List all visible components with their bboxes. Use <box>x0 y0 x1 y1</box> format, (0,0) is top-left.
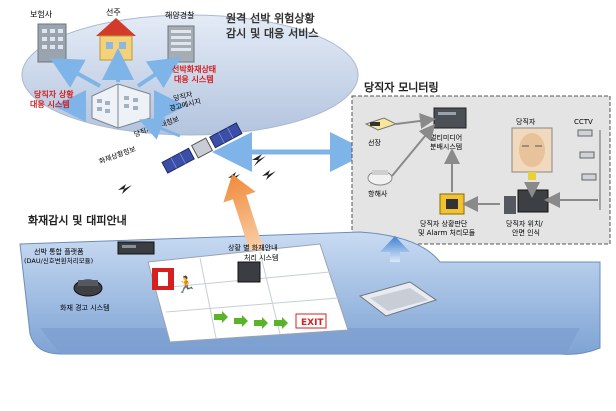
ship-room-3d-icon <box>358 281 438 317</box>
insurer-building-icon <box>37 23 67 63</box>
fire-alarm-device-icon <box>73 279 103 297</box>
face-portrait-icon <box>511 127 553 180</box>
fire-alarm-label: 화재 경고 시스템 <box>60 303 110 312</box>
judge-label-line1: 당직자 상황판단 <box>420 219 468 228</box>
monitor-uplink-arrow <box>380 236 410 262</box>
multimedia-label-line1: 멀티미디어 <box>430 133 462 142</box>
ship-fire-system-line2: 대응 시스템 <box>174 74 214 84</box>
watch-person-label: 당직자 <box>516 117 536 126</box>
owner-label: 선주 <box>106 8 121 17</box>
fire-info-label: 화재상황정보 <box>98 144 138 166</box>
remote-title-line2: 감시 및 대응 서비스 <box>226 26 318 40</box>
wireless-signal-icons <box>118 154 276 194</box>
fire-uplink-arrow <box>223 174 270 270</box>
judge-label-line2: 및 Alarm 처리모듈 <box>418 228 476 237</box>
monitoring-title: 당직자 모니터링 <box>364 80 439 94</box>
coast-guard-label: 해양경찰 <box>165 10 195 20</box>
exit-sign <box>295 313 327 329</box>
monitoring-panel <box>351 95 611 245</box>
captain-label: 선장 <box>368 138 381 147</box>
platform-label-line2: (DAU/신호변환처리모듈) <box>24 256 93 265</box>
central-server-building-icon <box>91 83 151 129</box>
cctv-label: CCTV <box>574 118 593 126</box>
ship-fire-system-line1: 선박화재상태 <box>172 64 216 74</box>
guide-label-line2: 처리 시스템 <box>244 253 278 262</box>
navigator-label: 항해사 <box>368 189 388 198</box>
fire-section-title: 화재감시 및 대피안내 <box>28 213 127 227</box>
insurer-label: 보험사 <box>30 10 53 19</box>
multimedia-label-line2: 분배시스템 <box>430 142 462 151</box>
evacuation-path-arrows <box>214 311 288 329</box>
position-label-line2: 안면 인식 <box>512 228 540 237</box>
remote-distribution-arrows <box>50 48 186 122</box>
remote-title-line1: 원격 선박 위험상황 <box>226 11 315 25</box>
guide-label-line1: 상황 별 화재안내 <box>228 243 278 252</box>
alarm-chip-icon <box>439 193 465 215</box>
monitoring-flow-arrows <box>391 113 598 212</box>
platform-label-line1: 선박 통합 플랫폼 <box>34 247 84 256</box>
cctv-camera-icons <box>577 129 601 210</box>
emergency-exit-sign-icon <box>152 268 174 290</box>
position-label-line1: 당직자 위치/ <box>506 219 543 228</box>
multimedia-server-icon <box>433 107 467 129</box>
ship-platform-server-icon <box>117 241 155 255</box>
satellite-link-arrows <box>138 117 370 172</box>
navigator-device-icon <box>367 170 393 186</box>
exit-text: EXIT <box>301 318 324 328</box>
running-person-icon: 🏃 <box>176 275 196 294</box>
coast-guard-building-icon <box>167 25 195 63</box>
watch-status-system-line1: 당직자 상황 <box>34 89 74 99</box>
watch-status-system-line2: 대응 시스템 <box>30 99 70 109</box>
